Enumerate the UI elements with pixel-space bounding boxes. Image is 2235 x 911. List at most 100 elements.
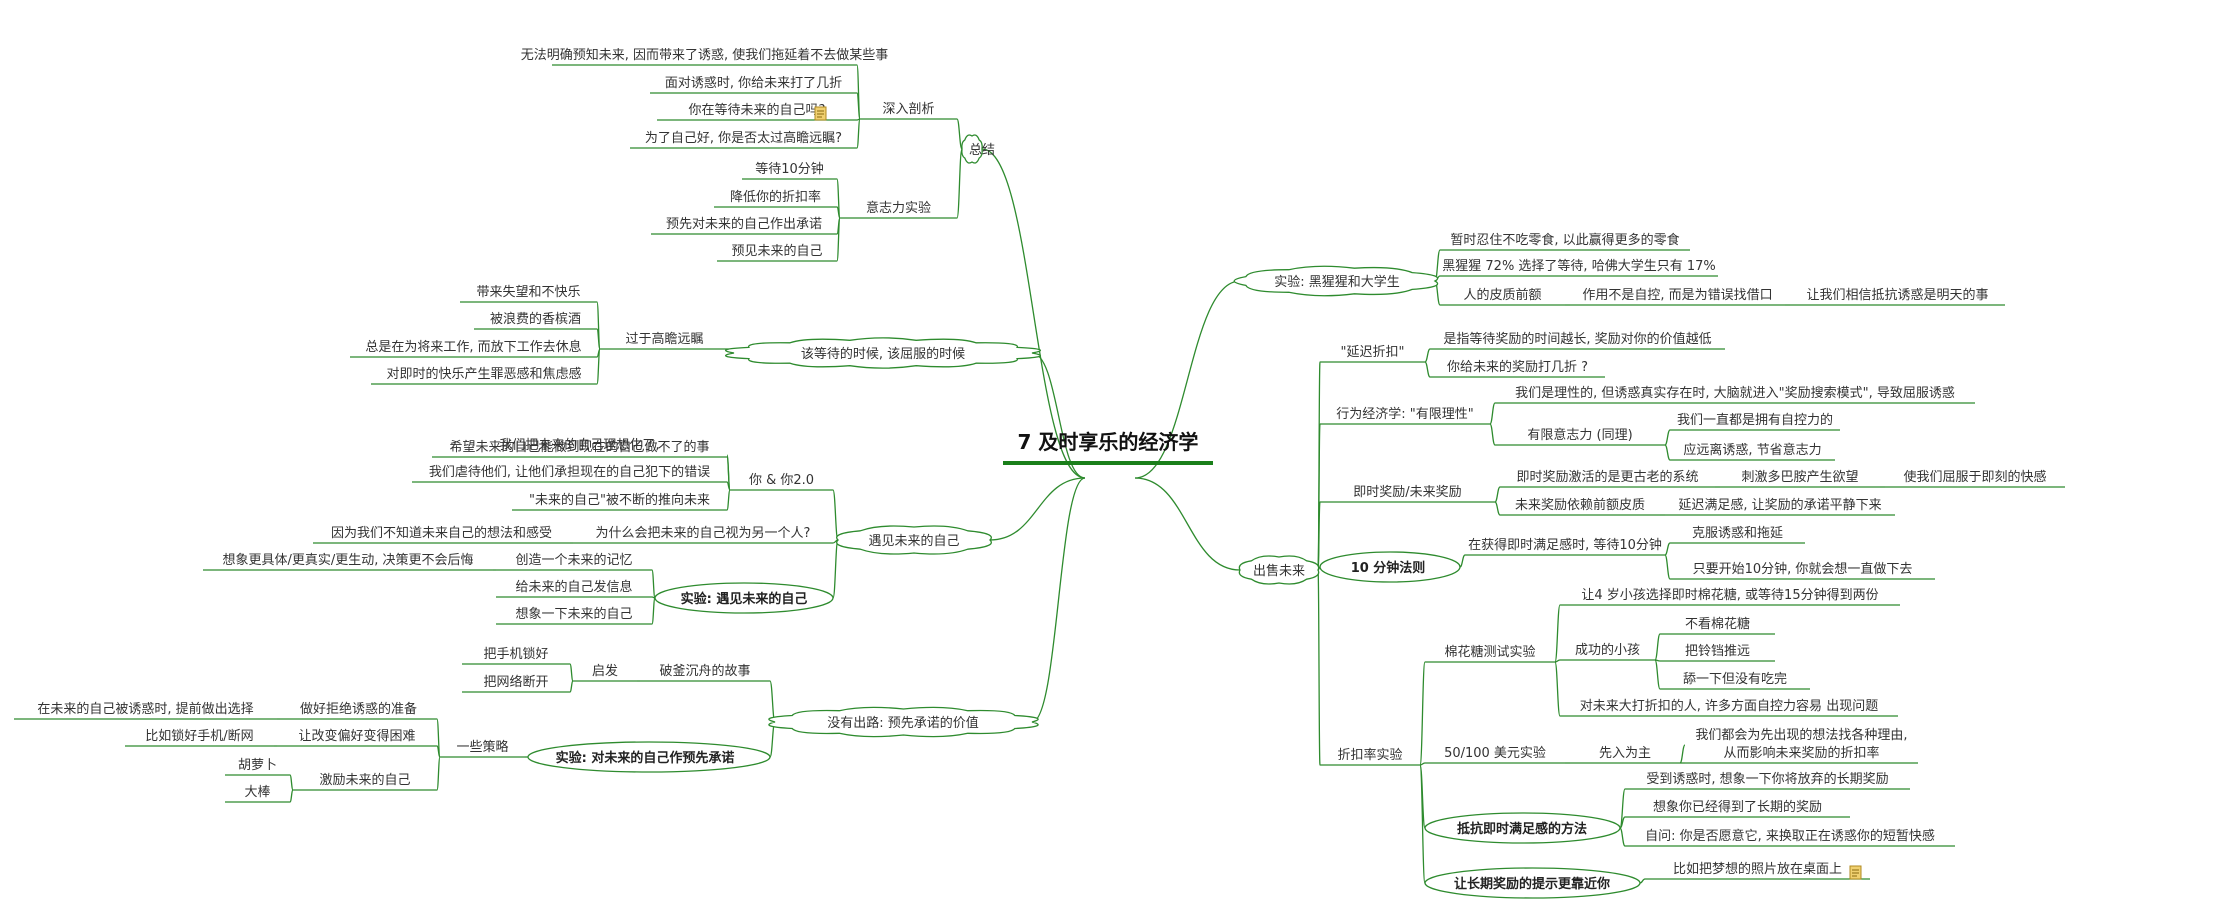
root-topic[interactable]: 7 及时享乐的经济学: [1003, 430, 1213, 465]
oval-L3c: [654, 582, 834, 614]
node-R2c1a[interactable]: 刺激多巴胺产生欲望: [1741, 469, 1858, 485]
node-R2b2a[interactable]: 我们一直都是拥有自控力的: [1677, 412, 1833, 428]
node-L4a1[interactable]: 启发: [592, 663, 618, 679]
node-L4b1b1[interactable]: 比如锁好手机/断网: [145, 728, 253, 744]
node-R2e2a1[interactable]: 我们都会为先出现的想法找各种理由,: [1695, 727, 1907, 743]
note-icon[interactable]: [1849, 865, 1862, 880]
node-R2e3c[interactable]: 自问: 你是否愿意它, 来换取正在诱惑你的短暂快感: [1645, 828, 1935, 844]
node-L2a3[interactable]: 总是在为将来工作, 而放下工作去休息: [365, 339, 581, 355]
node-R2b[interactable]: 行为经济学: "有限理性": [1336, 406, 1473, 422]
node-R2d1b[interactable]: 只要开始10分钟, 你就会想一直做下去: [1693, 561, 1913, 577]
node-R2e3b[interactable]: 想象你已经得到了长期的奖励: [1653, 799, 1822, 815]
node-L1b3[interactable]: 预先对未来的自己作出承诺: [666, 216, 822, 232]
node-R2d1[interactable]: 在获得即时满足感时, 等待10分钟: [1468, 537, 1662, 553]
connector-L4b1c: [436, 756, 441, 791]
node-L4b[interactable]: 实验: 对未来的自己作预先承诺: [556, 750, 735, 766]
node-L3b1[interactable]: 因为我们不知道未来自己的想法和感受: [331, 525, 552, 541]
node-R2e1a[interactable]: 让4 岁小孩选择即时棉花糖, 或等待15分钟得到两份: [1581, 587, 1878, 603]
node-L4b1[interactable]: 一些策略: [456, 739, 508, 755]
node-L3c1[interactable]: 创造一个未来的记忆: [515, 552, 632, 568]
node-R1b[interactable]: 黑猩猩 72% 选择了等待, 哈佛大学生只有 17%: [1442, 258, 1715, 274]
node-L4b1a1[interactable]: 在未来的自己被诱惑时, 提前做出选择: [37, 701, 253, 717]
connector-L2: [1031, 352, 1086, 479]
node-R2c1[interactable]: 即时奖励激活的是更古老的系统: [1516, 469, 1698, 485]
node-L4b1a[interactable]: 做好拒绝诱惑的准备: [300, 701, 417, 717]
node-R1c1a[interactable]: 让我们相信抵抗诱惑是明天的事: [1806, 287, 1988, 303]
node-L1b2[interactable]: 降低你的折扣率: [730, 189, 821, 205]
node-R2e4[interactable]: 让长期奖励的提示更靠近你: [1454, 876, 1610, 892]
node-L1a4[interactable]: 为了自己好, 你是否太过高瞻远瞩?: [645, 130, 842, 146]
node-L4b1c2[interactable]: 大棒: [244, 785, 270, 800]
node-L1a1[interactable]: 无法明确预知未来, 因而带来了诱惑, 使我们拖延着不去做某些事: [521, 47, 889, 63]
connector-L3c3: [651, 597, 656, 625]
node-R2a2[interactable]: 你给未来的奖励打几折 ?: [1447, 359, 1588, 375]
node-L4[interactable]: 没有出路: 预先承诺的价值: [827, 715, 979, 731]
cloud-L1: [961, 134, 983, 164]
node-R2c[interactable]: 即时奖励/未来奖励: [1353, 485, 1461, 500]
node-R2e2[interactable]: 50/100 美元实验: [1444, 745, 1546, 761]
node-R2e1b[interactable]: 成功的小孩: [1575, 642, 1640, 658]
node-L4b1c1[interactable]: 胡萝卜: [238, 758, 277, 773]
node-L1b1[interactable]: 等待10分钟: [755, 161, 824, 177]
connector-R2e2: [1419, 762, 1426, 766]
connector-L3a: [832, 489, 839, 541]
node-L4a1b[interactable]: 把网络断开: [483, 674, 548, 690]
node-R2b1[interactable]: 我们是理性的, 但诱惑真实存在时, 大脑就进入"奖励搜索模式", 导致屈服诱惑: [1515, 385, 1955, 401]
node-R2c2[interactable]: 未来奖励依赖前额皮质: [1515, 497, 1645, 513]
node-L1[interactable]: 总结: [969, 143, 995, 158]
node-L4a[interactable]: 破釜沉舟的故事: [659, 663, 750, 679]
node-R2e1b2[interactable]: 把铃铛推远: [1685, 644, 1750, 659]
node-L3a2[interactable]: 我们虐待他们, 让他们承担现在的自己犯下的错误: [429, 464, 710, 480]
node-L4b1b[interactable]: 让改变偏好变得困难: [298, 728, 415, 744]
node-L3c[interactable]: 实验: 遇见未来的自己: [681, 591, 808, 607]
node-R2e1b1[interactable]: 不看棉花糖: [1685, 616, 1750, 632]
node-L3a1[interactable]: 我们把未来的自己理想化了,: [499, 437, 659, 453]
node-L3a[interactable]: 你 & 你2.0: [749, 473, 814, 488]
oval-R2e3: [1424, 812, 1621, 844]
node-R2c1a1[interactable]: 使我们屈服于即刻的快感: [1903, 469, 2046, 485]
node-L3a3[interactable]: "未来的自己"被不断的推向未来: [529, 492, 710, 508]
node-L2a4[interactable]: 对即时的快乐产生罪恶感和焦虑感: [386, 366, 581, 382]
connector-R2e1c: [1554, 661, 1561, 717]
connector-R2b2: [1489, 423, 1496, 446]
node-L3c2[interactable]: 给未来的自己发信息: [515, 579, 632, 595]
node-R2e2a[interactable]: 先入为主: [1599, 746, 1651, 761]
node-L3[interactable]: 遇见未来的自己: [868, 533, 959, 549]
node-L1a3[interactable]: 你在等待未来的自己吗?: [689, 102, 826, 118]
node-L3a1b[interactable]: 希望未来的自己能做到现在的自己做不了的事: [449, 439, 709, 455]
note-icon[interactable]: [814, 106, 827, 121]
node-L2[interactable]: 该等待的时候, 该屈服的时候: [801, 346, 965, 362]
node-R2a1[interactable]: 是指等待奖励的时间越长, 奖励对你的价值越低: [1443, 331, 1711, 347]
node-R1a[interactable]: 暂时忍住不吃零食, 以此赢得更多的零食: [1450, 232, 1679, 248]
node-R2c2a[interactable]: 延迟满足感, 让奖励的承诺平静下来: [1678, 497, 1881, 513]
node-R2b2[interactable]: 有限意志力 (同理): [1527, 427, 1632, 443]
node-R2e1c[interactable]: 对未来大打折扣的人, 许多方面自控力容易 出现问题: [1580, 698, 1878, 714]
node-R1[interactable]: 实验: 黑猩猩和大学生: [1274, 274, 1400, 290]
node-L2a1[interactable]: 带来失望和不快乐: [476, 284, 580, 300]
node-L3c3[interactable]: 想象一下未来的自己: [515, 606, 632, 622]
node-R2e4a[interactable]: 比如把梦想的照片放在桌面上: [1673, 861, 1842, 877]
node-L1b[interactable]: 意志力实验: [866, 200, 931, 216]
node-L3c1a[interactable]: 想象更具体/更真实/更生动, 决策更不会后悔: [222, 552, 473, 568]
node-R2e[interactable]: 折扣率实验: [1337, 747, 1402, 763]
node-L1b4[interactable]: 预见未来的自己: [731, 243, 822, 259]
node-L1a2[interactable]: 面对诱惑时, 你给未来打了几折: [665, 75, 842, 91]
node-R2d[interactable]: 10 分钟法则: [1351, 560, 1426, 576]
node-R2d1a[interactable]: 克服诱惑和拖延: [1692, 525, 1783, 541]
node-L3b[interactable]: 为什么会把未来的自己视为另一个人?: [596, 525, 811, 541]
node-R2e3[interactable]: 抵抗即时满足感的方法: [1457, 821, 1587, 837]
node-R1c1[interactable]: 作用不是自控, 而是为错误找借口: [1582, 288, 1772, 303]
node-R1c[interactable]: 人的皮质前额: [1463, 287, 1541, 303]
node-L2a2[interactable]: 被浪费的香槟酒: [490, 311, 581, 327]
node-R2b2b[interactable]: 应远离诱惑, 节省意志力: [1683, 442, 1821, 458]
node-R2[interactable]: 出售未来: [1253, 563, 1305, 579]
node-R2e1[interactable]: 棉花糖测试实验: [1444, 644, 1535, 660]
node-R2e1b3[interactable]: 舔一下但没有吃完: [1683, 671, 1787, 687]
node-L1a[interactable]: 深入剖析: [882, 102, 934, 117]
node-R2e2a1b[interactable]: 从而影响未来奖励的折扣率: [1723, 745, 1879, 761]
node-L4a1a[interactable]: 把手机锁好: [483, 646, 548, 662]
node-L4b1c[interactable]: 激励未来的自己: [319, 772, 410, 788]
node-L2a[interactable]: 过于高瞻远瞩: [625, 331, 703, 347]
node-R2a[interactable]: "延迟折扣": [1341, 345, 1405, 360]
node-R2e3a[interactable]: 受到诱惑时, 想象一下你将放弃的长期奖励: [1646, 771, 1888, 787]
